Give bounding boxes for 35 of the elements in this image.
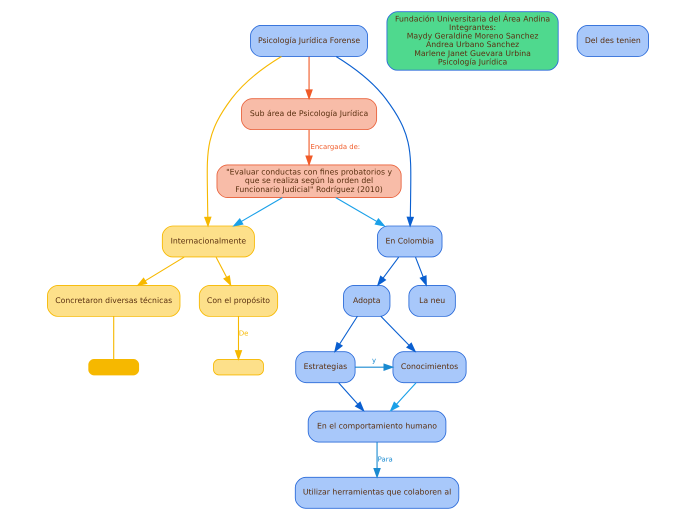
node-box: Psicología Jurídica Forense bbox=[250, 25, 368, 57]
arrow bbox=[390, 382, 416, 412]
node-box: Utilizar herramientas que colaboren al bbox=[294, 476, 460, 509]
arrow bbox=[305, 56, 313, 100]
node-box: En el comportamiento humano bbox=[308, 410, 446, 442]
arrow bbox=[234, 316, 242, 361]
arrow bbox=[204, 56, 282, 228]
node-box: La neu bbox=[408, 284, 456, 317]
node-box: Internacionalmente bbox=[162, 226, 255, 258]
node-box: Con el propósito bbox=[198, 284, 278, 317]
arrow bbox=[216, 256, 232, 287]
node-box: "Evaluar conductas con fines probatorios y que se realiza según la orden del Funcionario Judicial" Rodríguez (2010) bbox=[216, 164, 402, 198]
arrow bbox=[373, 442, 381, 479]
arrow bbox=[305, 130, 313, 166]
arrow bbox=[338, 382, 365, 412]
arrow bbox=[232, 197, 283, 227]
node-box: Estrategias bbox=[295, 351, 356, 384]
arrow bbox=[376, 256, 400, 286]
arrow bbox=[136, 256, 185, 286]
node-box: Conocimientos bbox=[392, 351, 467, 384]
node-box: Sub área de Psicología Jurídica bbox=[241, 98, 378, 130]
arrow bbox=[336, 197, 386, 227]
node-box: En Colombia bbox=[377, 226, 442, 258]
node-box: Del des tenien bbox=[576, 25, 649, 57]
arrow bbox=[415, 257, 427, 287]
arrow bbox=[336, 56, 414, 228]
node-box: Adopta bbox=[343, 284, 390, 317]
node-box: Concretaron diversas técnicas bbox=[47, 284, 180, 317]
arrow bbox=[334, 316, 358, 353]
node-box bbox=[213, 358, 264, 376]
node-box bbox=[88, 358, 140, 376]
node-box: Fundación Universitaria del Área Andina Integrantes: Maydy Geraldine Moreno Sanchez Andrea Urbano Sanchez Marlene Janet Guevara Urbina Psicología Jurídica bbox=[386, 11, 559, 71]
connector bbox=[113, 316, 114, 360]
arrow bbox=[380, 316, 416, 353]
arrow bbox=[355, 363, 394, 371]
